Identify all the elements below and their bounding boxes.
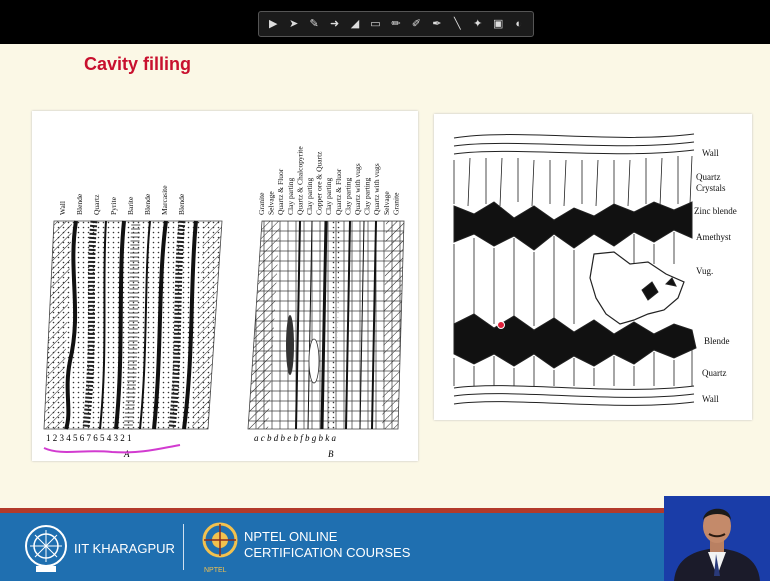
presenter-video xyxy=(664,496,770,581)
pen-icon[interactable]: ✎ xyxy=(307,17,321,31)
nptel-logo-icon: NPTEL xyxy=(200,518,240,576)
label-zinc-blende: Zinc blende xyxy=(694,206,737,216)
annotation-toolbar: ▶ ➤ ✎ ➜ ◢ ▭ ✏ ✐ ✒ ╲ ✦ ▣ ◐ xyxy=(258,11,534,37)
label-wall-top: Wall xyxy=(702,148,719,158)
screen-icon[interactable]: ▣ xyxy=(491,17,505,31)
nptel-badge-text: NPTEL xyxy=(204,567,227,574)
figure-a-label: Pyrite xyxy=(109,196,118,215)
figure-b-label: Quartz with vugs xyxy=(353,163,362,215)
figure-a-label: Marcasite xyxy=(160,185,169,215)
pointer-icon[interactable]: ➜ xyxy=(328,17,342,31)
figure-b-label: Clay parting xyxy=(363,177,372,215)
figure-a-drawing xyxy=(44,221,222,429)
slide-title: Cavity filling xyxy=(84,54,191,75)
label-crystals: Crystals xyxy=(696,183,726,193)
figure-a-label: Blende xyxy=(177,193,186,215)
figure-b-label: Quartz & Chalcopyrite xyxy=(295,146,304,215)
laser-icon[interactable]: ✦ xyxy=(471,17,485,31)
label-amethyst: Amethyst xyxy=(696,232,731,242)
line-icon[interactable]: ╲ xyxy=(450,17,464,31)
vein-diagrams-figure: Wall Blende Quartz Pyrite Barite Blende Marcas… xyxy=(32,111,418,461)
footer-stripe xyxy=(0,508,770,513)
pencil-icon[interactable]: ✏ xyxy=(389,17,403,31)
figure-b-label: Clay parting xyxy=(324,177,333,215)
presenter-figure xyxy=(664,496,770,581)
vein-diagrams-svg: Wall Blende Quartz Pyrite Barite Blende Marcas… xyxy=(32,111,418,461)
eraser-icon[interactable]: ▭ xyxy=(368,17,382,31)
figure-a-label: Wall xyxy=(58,201,67,215)
figure-b-label: Quartz with vugs xyxy=(372,163,381,215)
figure-b-label: Granite xyxy=(391,192,400,215)
highlighter-icon[interactable]: ◢ xyxy=(348,17,362,31)
figure-a-label: Barite xyxy=(126,196,135,215)
footer-divider xyxy=(183,524,184,570)
figure-b-caption: B xyxy=(328,449,334,459)
nptel-line1: NPTEL ONLINE xyxy=(244,529,410,545)
figure-b-drawing xyxy=(248,221,404,429)
figure-a-label: Blende xyxy=(75,193,84,215)
disc-icon[interactable]: ◐ xyxy=(512,17,526,31)
iit-logo-icon xyxy=(22,520,70,576)
figure-b-letters: a c b d b e b f b g b k a xyxy=(254,433,336,443)
figure-b-label: Clay parting xyxy=(305,177,314,215)
figure-b-label: Selvage xyxy=(267,191,276,215)
iit-kharagpur-label: IIT KHARAGPUR xyxy=(74,541,175,556)
top-bar: ▶ ➤ ✎ ➜ ◢ ▭ ✏ ✐ ✒ ╲ ✦ ▣ ◐ xyxy=(0,0,770,44)
figure-c-labels: Wall Quartz Crystals Zinc blende Amethys… xyxy=(694,148,737,404)
figure-b-label: Quartz & Fluor xyxy=(276,168,285,215)
figure-a-caption: A xyxy=(123,449,130,459)
brush-icon[interactable]: ✐ xyxy=(409,17,423,31)
vug-figure-svg: Wall Quartz Crystals Zinc blende Amethys… xyxy=(434,114,752,420)
label-blende: Blende xyxy=(704,336,730,346)
arrow-icon[interactable]: ➤ xyxy=(287,17,301,31)
figure-c-drawing xyxy=(454,134,696,405)
figure-a-labels: Wall Blende Quartz Pyrite Barite Blende Marcas… xyxy=(58,185,186,215)
figure-b-label: Clay parting xyxy=(286,177,295,215)
pen-annotation xyxy=(44,445,180,452)
figure-b-label: Selvage xyxy=(382,191,391,215)
figure-a-label: Blende xyxy=(143,193,152,215)
nptel-label: NPTEL ONLINE CERTIFICATION COURSES xyxy=(244,529,410,561)
label-quartz-top: Quartz xyxy=(696,172,721,182)
figure-a-numbers: 1 2 3 4 5 6 7 6 5 4 3 2 1 xyxy=(46,433,132,443)
marker-icon[interactable]: ✒ xyxy=(430,17,444,31)
label-quartz-bottom: Quartz xyxy=(702,368,727,378)
laser-pointer-dot xyxy=(498,322,505,329)
nptel-line2: CERTIFICATION COURSES xyxy=(244,545,410,561)
figure-b-label: Copper ore & Quartz xyxy=(315,151,324,215)
label-wall-bottom: Wall xyxy=(702,394,719,404)
label-vug: Vug. xyxy=(696,266,713,276)
next-slide-icon[interactable]: ▶ xyxy=(266,17,280,31)
figure-a-label: Quartz xyxy=(92,194,101,215)
figure-b-label: Granite xyxy=(257,192,266,215)
figure-b-label: Quartz & Fluor xyxy=(334,168,343,215)
figure-b-label: Clay parting xyxy=(343,177,352,215)
vug-figure: Wall Quartz Crystals Zinc blende Amethys… xyxy=(434,114,752,420)
